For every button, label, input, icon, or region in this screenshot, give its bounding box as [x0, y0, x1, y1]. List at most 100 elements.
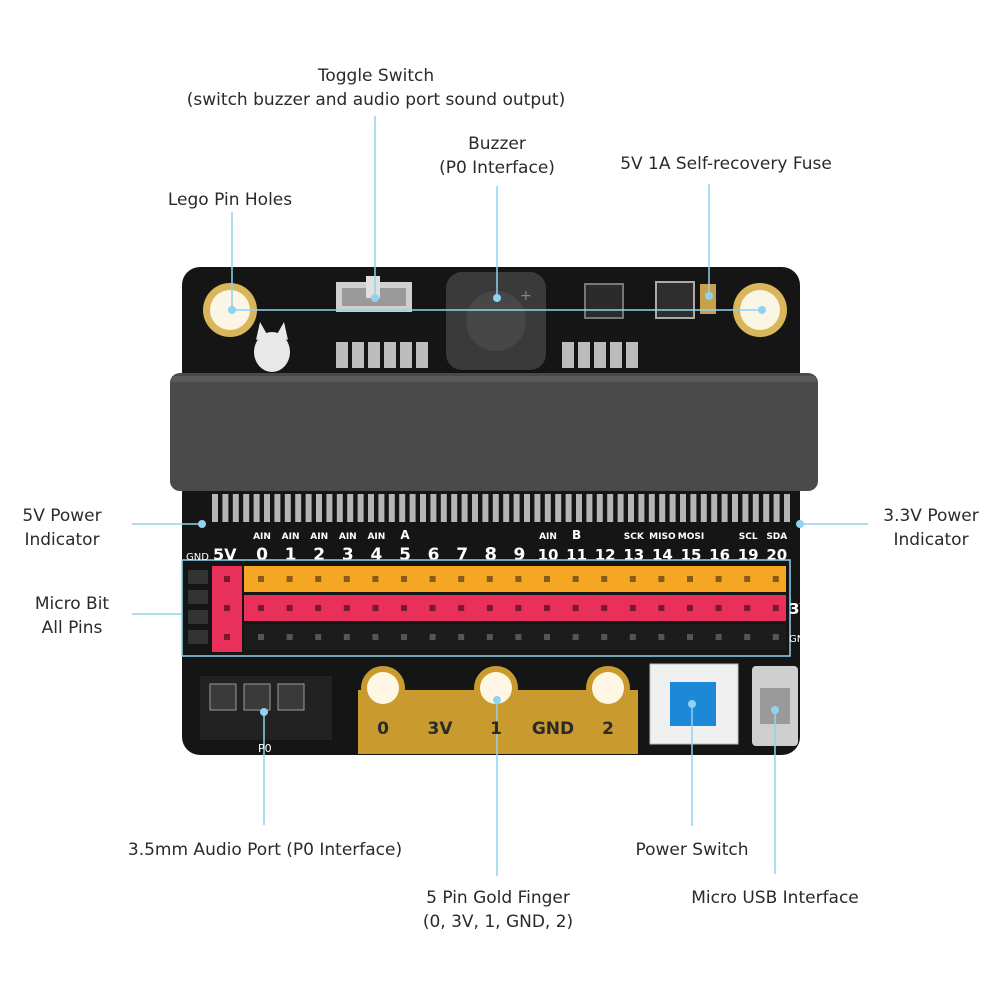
- power-33v-line1: 3.3V Power: [883, 506, 979, 526]
- edge-contact: [763, 494, 770, 522]
- edge-contact: [326, 494, 333, 522]
- pin-number-label: 15: [681, 546, 702, 564]
- header-pin-hole: [224, 576, 230, 582]
- pin-number-label: 4: [370, 545, 382, 565]
- audio-port-title: 3.5mm Audio Port (P0 Interface): [127, 840, 403, 860]
- buzzer: +: [446, 272, 546, 370]
- edge-contact: [784, 494, 790, 522]
- microbit-pins-callout: Micro Bit All Pins: [14, 592, 130, 640]
- header-pin-hole: [343, 576, 350, 582]
- edge-contact: [628, 494, 634, 522]
- edge-contact: [680, 494, 686, 522]
- header-power-row: [244, 595, 786, 621]
- rail-3v-label: 3V: [789, 600, 811, 618]
- header-pin-hole: [744, 576, 751, 582]
- header-signal-row: [244, 566, 786, 592]
- edge-contact: [336, 494, 343, 522]
- pin-number-label: 16: [709, 546, 730, 564]
- header-pin-hole: [629, 605, 636, 611]
- header-pin-hole: [458, 634, 465, 640]
- header-ground-row: [244, 624, 786, 650]
- header-pin-hole: [429, 634, 436, 640]
- power-5v-line2: Indicator: [24, 530, 100, 550]
- header-pin-hole: [687, 634, 693, 640]
- pin-number-label: 8: [485, 544, 498, 565]
- header-pin-hole: [658, 576, 665, 582]
- header-pin-hole: [772, 576, 779, 582]
- header-pin-hole: [486, 634, 493, 640]
- header-pin-hole: [515, 634, 522, 640]
- header-pin-hole: [687, 605, 693, 611]
- header-pin-hole: [343, 634, 350, 640]
- header-pin-hole: [486, 576, 493, 582]
- pin-number-label: 12: [595, 546, 616, 564]
- fuse-callout: 5V 1A Self-recovery Fuse: [596, 152, 856, 176]
- callout-lines: [132, 116, 868, 876]
- edge-contact: [451, 494, 458, 522]
- power-switch-callout: Power Switch: [612, 838, 772, 862]
- edge-contact: [721, 494, 728, 522]
- pin-number-label: 0: [256, 545, 268, 565]
- edge-contact: [357, 494, 364, 522]
- edge-contact: [264, 494, 270, 522]
- pin-number-label: 6: [428, 545, 440, 565]
- edge-contact: [565, 494, 572, 522]
- pin-number-label: 14: [652, 546, 673, 564]
- pin-number-label: 9: [513, 545, 525, 565]
- edge-contact: [430, 494, 437, 522]
- edge-contact: [295, 494, 302, 522]
- header-pin-hole: [258, 634, 264, 640]
- gold-finger-1: 1: [490, 719, 502, 739]
- header-pin-hole: [372, 634, 379, 640]
- header-pin-hole: [315, 576, 322, 582]
- power-switch-title: Power Switch: [635, 840, 749, 860]
- pin-number-label: 3: [342, 545, 354, 565]
- pin-function-label: AIN: [539, 532, 557, 542]
- header-pin-hole: [515, 576, 522, 582]
- edge-contact: [669, 494, 676, 522]
- edge-contact: [596, 494, 603, 522]
- pin-function-label: SDA: [766, 532, 787, 542]
- pin-function-label: SCK: [624, 532, 645, 542]
- microbit-pins-line2: All Pins: [41, 618, 103, 638]
- audio-jack: [200, 676, 332, 740]
- header-pin-hole: [401, 634, 407, 640]
- edge-contact: [274, 494, 281, 522]
- pin-function-label: AIN: [282, 532, 300, 542]
- header-pin-hole: [715, 576, 722, 582]
- gnd-right-label: GND: [789, 634, 812, 645]
- edge-contact: [232, 494, 239, 522]
- pin-function-label: MISO: [649, 532, 676, 542]
- pin-function-label: AIN: [253, 532, 271, 542]
- edge-contact: [648, 494, 655, 522]
- header-pin-hole: [372, 576, 379, 582]
- edge-contact: [222, 494, 229, 522]
- lego-holes-callout: Lego Pin Holes: [140, 188, 320, 212]
- buzzer-detail: (P0 Interface): [439, 158, 555, 178]
- edge-contact: [700, 494, 707, 522]
- power-33v-line2: Indicator: [893, 530, 969, 550]
- edge-contact: [305, 494, 312, 522]
- edge-contact: [617, 494, 624, 522]
- edge-contact: [461, 494, 468, 522]
- usb-silk-label: USB: [802, 677, 815, 700]
- voltage-regulator: [584, 283, 624, 319]
- header-pin-hole: [601, 634, 608, 640]
- edge-contact: [711, 494, 718, 522]
- edge-contact: [586, 494, 593, 522]
- fuse-title: 5V 1A Self-recovery Fuse: [620, 154, 832, 174]
- edge-contact: [607, 494, 614, 522]
- edge-contact: [732, 494, 738, 522]
- pin-function-label: AIN: [310, 532, 328, 542]
- edge-contact: [347, 494, 354, 522]
- pin-number-label: 5: [399, 545, 411, 565]
- pin-function-label: SCL: [739, 532, 758, 542]
- header-pin-hole: [744, 605, 751, 611]
- header-pin-hole: [744, 634, 751, 640]
- fuse-component: [655, 281, 695, 319]
- header-pin-hole: [286, 634, 293, 640]
- power-33v-callout: 3.3V Power Indicator: [868, 504, 994, 552]
- edge-contact: [368, 494, 374, 522]
- edge-contact: [513, 494, 520, 522]
